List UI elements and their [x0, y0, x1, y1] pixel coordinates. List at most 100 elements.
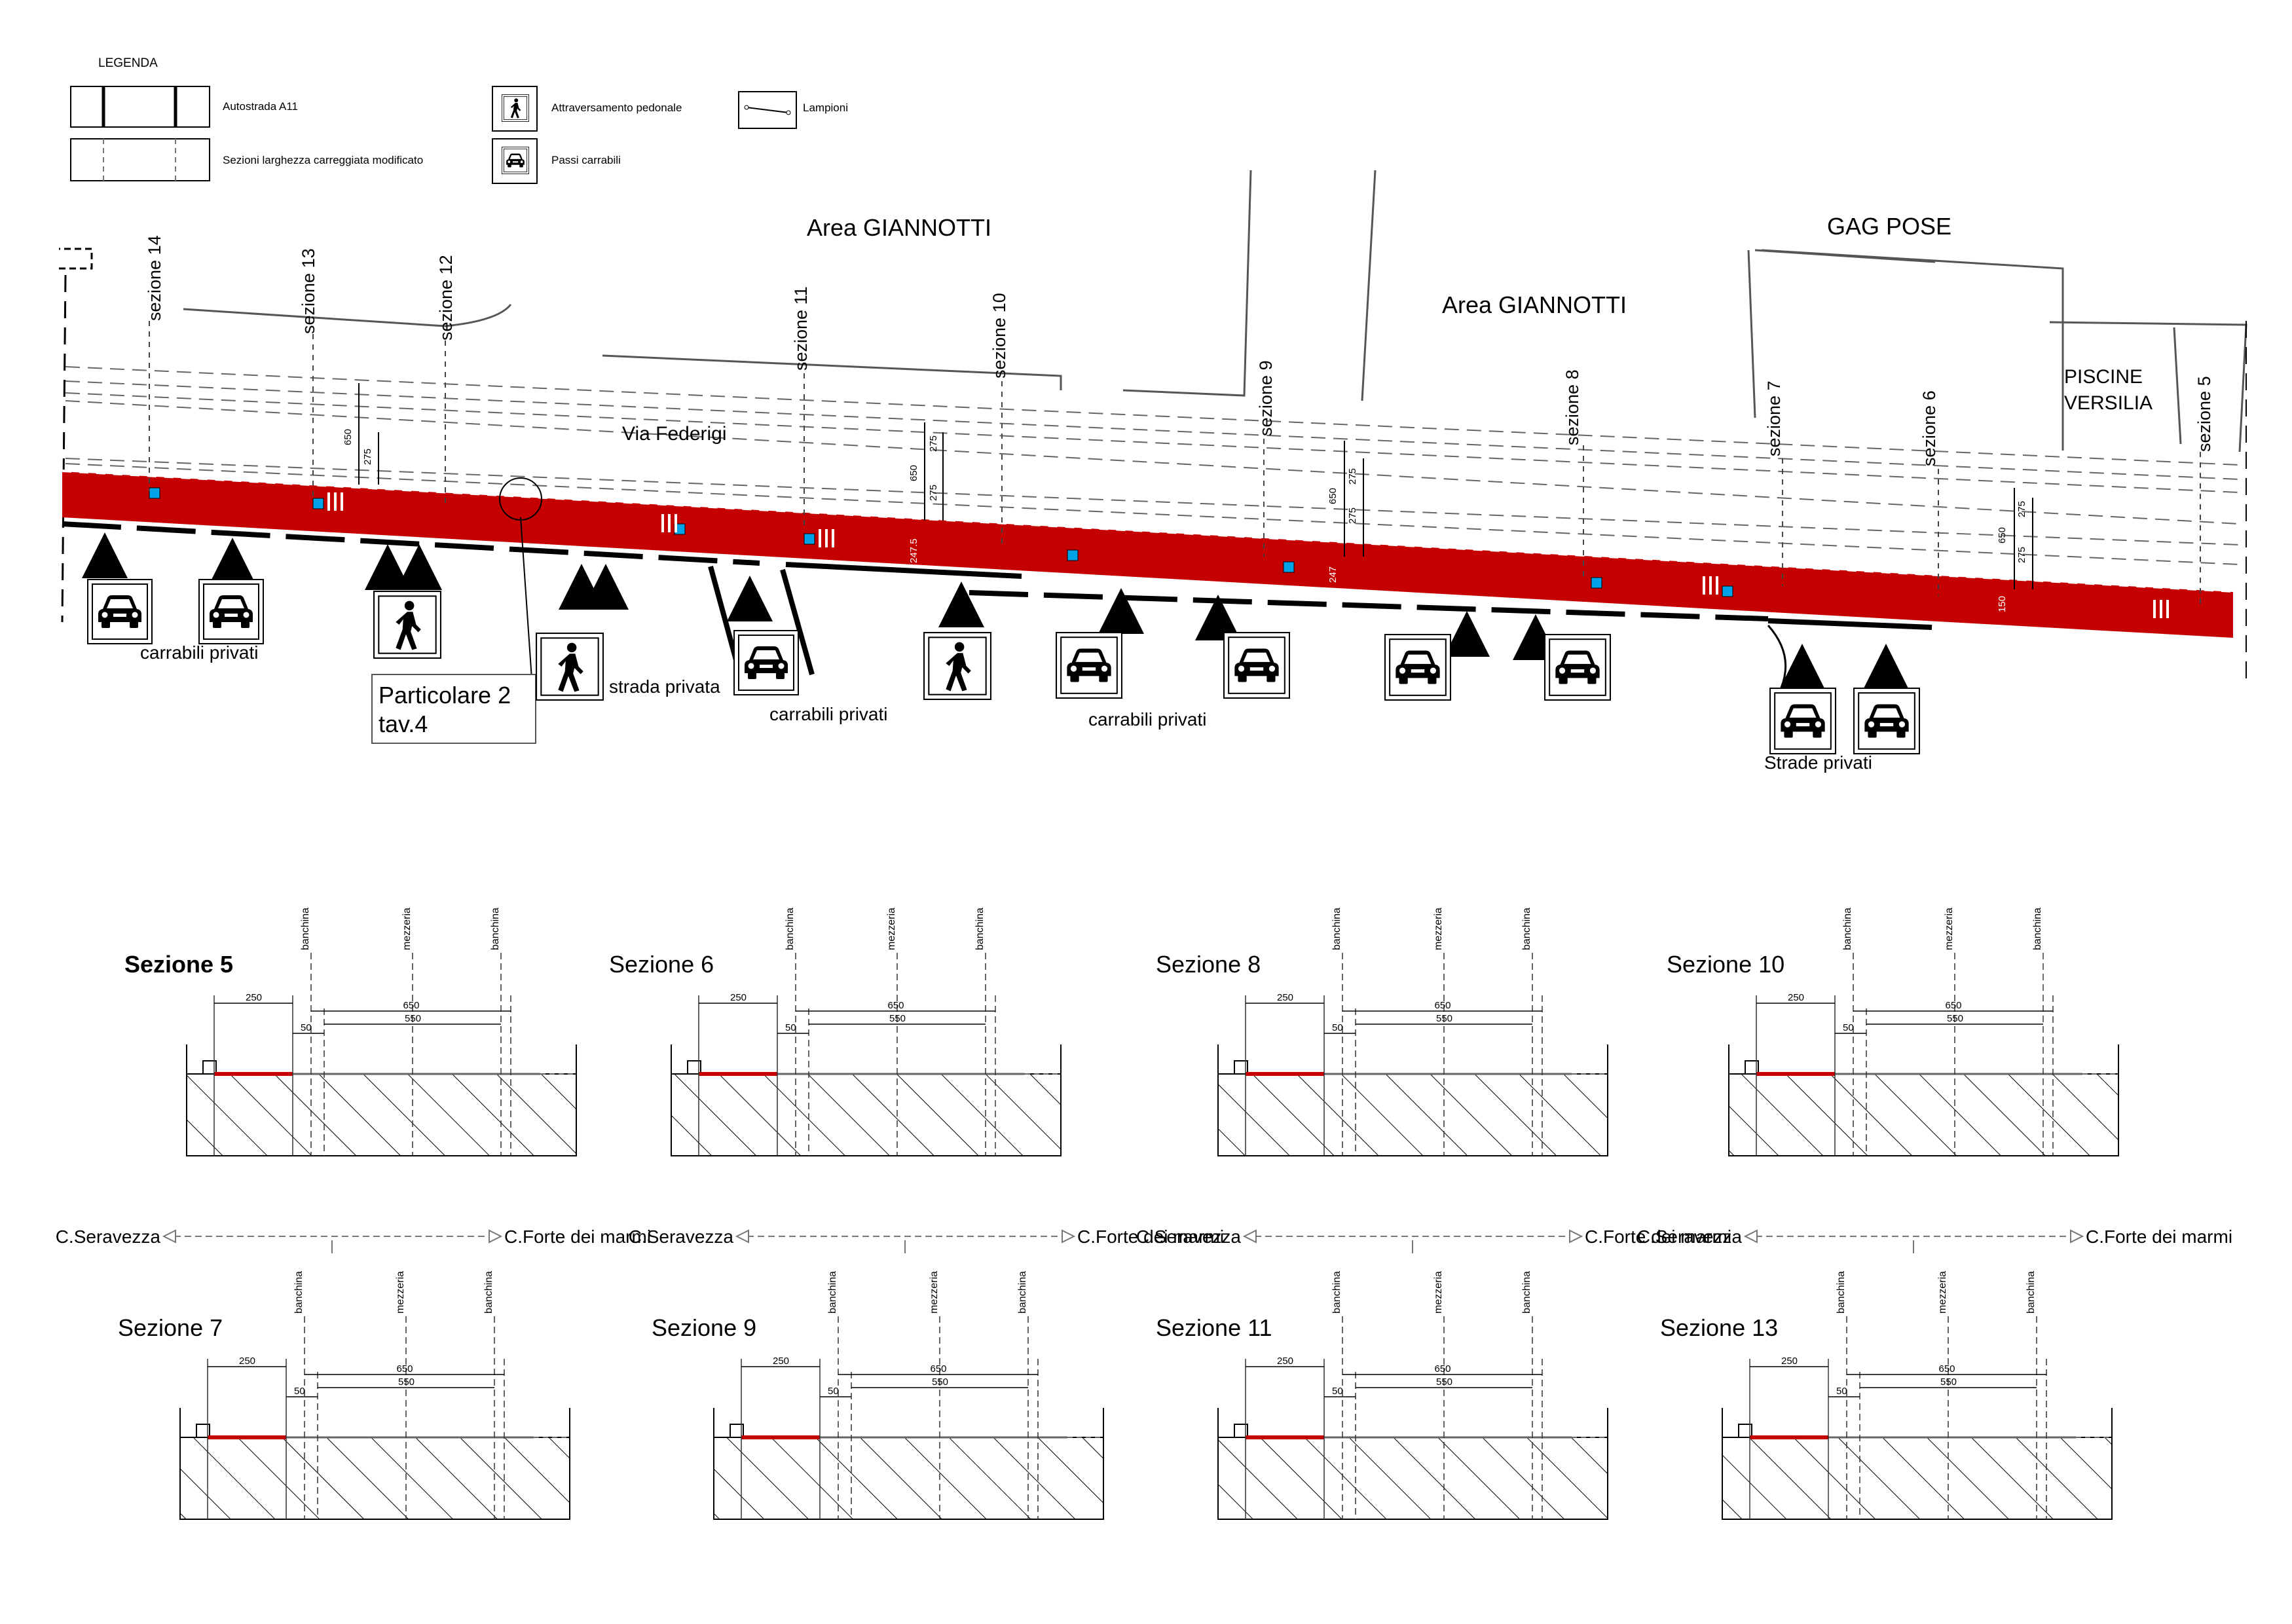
dimension-value: 50	[301, 1022, 312, 1033]
map-corner-marker	[59, 248, 93, 270]
section-guide-label: banchina	[1331, 908, 1342, 950]
lamp-icon	[746, 107, 789, 113]
ground-hatch	[186, 1073, 577, 1156]
dim-275: 275	[2016, 501, 2027, 517]
section-guide-label: banchina	[1331, 1271, 1342, 1314]
section-guide-label: mezzeria	[1433, 1271, 1444, 1314]
particolare-box	[371, 674, 536, 744]
legend-item-pedonale: Attraversamento pedonale	[492, 86, 682, 132]
dimension-value: 250	[239, 1356, 255, 1367]
dimension-value: 250	[773, 1356, 789, 1367]
section-label-9: sezione 9	[1256, 360, 1276, 436]
dimension-value: 550	[1436, 1376, 1452, 1388]
dimension-value: 250	[1277, 992, 1293, 1003]
section-guide-label: banchina	[490, 908, 501, 950]
section-label-11: sezione 11	[791, 286, 811, 371]
section-title: Sezione 7	[118, 1314, 223, 1341]
arrow-right-icon	[2070, 1229, 2084, 1244]
section-title: Sezione 9	[652, 1314, 756, 1341]
section-title: Sezione 13	[1660, 1314, 1778, 1341]
dimension-value: 650	[931, 1363, 947, 1375]
legend-label-autostrada: Autostrada A11	[223, 100, 298, 113]
bike-lane-strip	[699, 1072, 777, 1076]
arrow-right-icon	[1062, 1229, 1076, 1244]
section-label-13: sezione 13	[299, 248, 318, 334]
dim-150: 150	[1997, 596, 2008, 612]
section-guide-label: banchina	[1521, 1271, 1532, 1314]
dimension-value: 250	[1788, 992, 1804, 1003]
curb	[1722, 1408, 1768, 1438]
area-label-piscine-1: PISCINE	[2064, 366, 2143, 388]
arrow-left-icon	[1743, 1229, 1758, 1244]
dimension-value: 250	[1781, 1356, 1798, 1367]
dim-650: 650	[1327, 488, 1339, 504]
direction-right-label: C.Forte dei marmi	[1585, 1227, 1731, 1247]
pedestrian-icon	[502, 94, 529, 122]
section-guide-label: banchina	[2025, 1271, 2037, 1314]
bike-lane-strip	[1246, 1072, 1324, 1076]
direction-right-label: C.Forte dei marmi	[504, 1227, 651, 1247]
dim-650: 650	[908, 465, 919, 481]
dim-275: 275	[1347, 507, 1358, 524]
bike-lane-strip	[1750, 1435, 1828, 1439]
curb	[179, 1408, 226, 1438]
road-name: Via Federigi	[622, 423, 727, 445]
dimension-value: 650	[888, 1000, 904, 1011]
legend-title: LEGENDA	[98, 56, 158, 70]
access-label-strada-privata: strada privata	[609, 676, 720, 697]
pedestrian-icon	[373, 591, 441, 659]
direction-right-label: C.Forte dei marmi	[1077, 1227, 1224, 1247]
arrow-right-icon	[489, 1229, 503, 1244]
bike-lane-edge	[62, 470, 2234, 593]
legend-item-lampioni: Lampioni	[738, 91, 848, 129]
car-icon	[1223, 632, 1290, 699]
legend-label-lampioni: Lampioni	[803, 101, 848, 114]
area-label-giannotti-2: Area GIANNOTTI	[1442, 291, 1627, 318]
dimension-value: 50	[1843, 1022, 1854, 1033]
dimension-value: 550	[398, 1376, 415, 1388]
dimension-value: 550	[932, 1376, 948, 1388]
car-icon	[1544, 634, 1611, 701]
dimension-value: 50	[1332, 1022, 1343, 1033]
dim-275: 275	[362, 449, 373, 465]
dimension-value: 650	[1435, 1000, 1451, 1011]
access-arrows	[82, 532, 1909, 690]
ground-hatch	[1722, 1437, 2113, 1520]
bike-lane-strip	[214, 1072, 293, 1076]
arrow-left-icon	[1242, 1229, 1257, 1244]
dim-247-5: 247.5	[908, 538, 919, 563]
section-labels: sezione 14 sezione 13 sezione 12 sezione…	[145, 235, 2214, 466]
section-title: Sezione 11	[1156, 1314, 1272, 1341]
section-guide-label: banchina	[827, 1271, 838, 1314]
pedestrian-icon	[536, 633, 604, 701]
plan-view: 650 275 275 650 275 247.5 275 650 275 24…	[59, 170, 2247, 773]
bike-lane-strip	[208, 1435, 286, 1439]
car-icon	[198, 579, 264, 644]
curb	[1217, 1408, 1264, 1438]
car-icon	[1056, 632, 1122, 699]
section-guide-label: banchina	[483, 1271, 494, 1314]
dimension-value: 650	[397, 1363, 413, 1375]
car-icon	[1384, 634, 1451, 701]
dim-650: 650	[1997, 527, 2008, 544]
access-label-carrabili-3: carrabili privati	[1088, 709, 1207, 729]
plan-dimensions	[358, 383, 2033, 589]
legend-label-sezioni: Sezioni larghezza carreggiata modificato	[223, 154, 423, 166]
arrow-left-icon	[162, 1229, 176, 1244]
dimension-value: 650	[403, 1000, 420, 1011]
legend-item-sezioni: Sezioni larghezza carreggiata modificato	[70, 138, 423, 181]
direction-left-label: C.Seravezza	[1136, 1227, 1242, 1247]
dimension-value: 550	[405, 1013, 421, 1024]
access-label-carrabili-1: carrabili privati	[140, 642, 259, 663]
dimension-value: 550	[1947, 1013, 1963, 1024]
car-icon	[1769, 688, 1836, 754]
legend-label-pedonale: Attraversamento pedonale	[551, 101, 682, 114]
section-label-10: sezione 10	[989, 293, 1009, 378]
section-guide-label: mezzeria	[929, 1271, 940, 1314]
access-label-carrabili-2: carrabili privati	[769, 704, 888, 724]
dim-275: 275	[2016, 547, 2027, 563]
